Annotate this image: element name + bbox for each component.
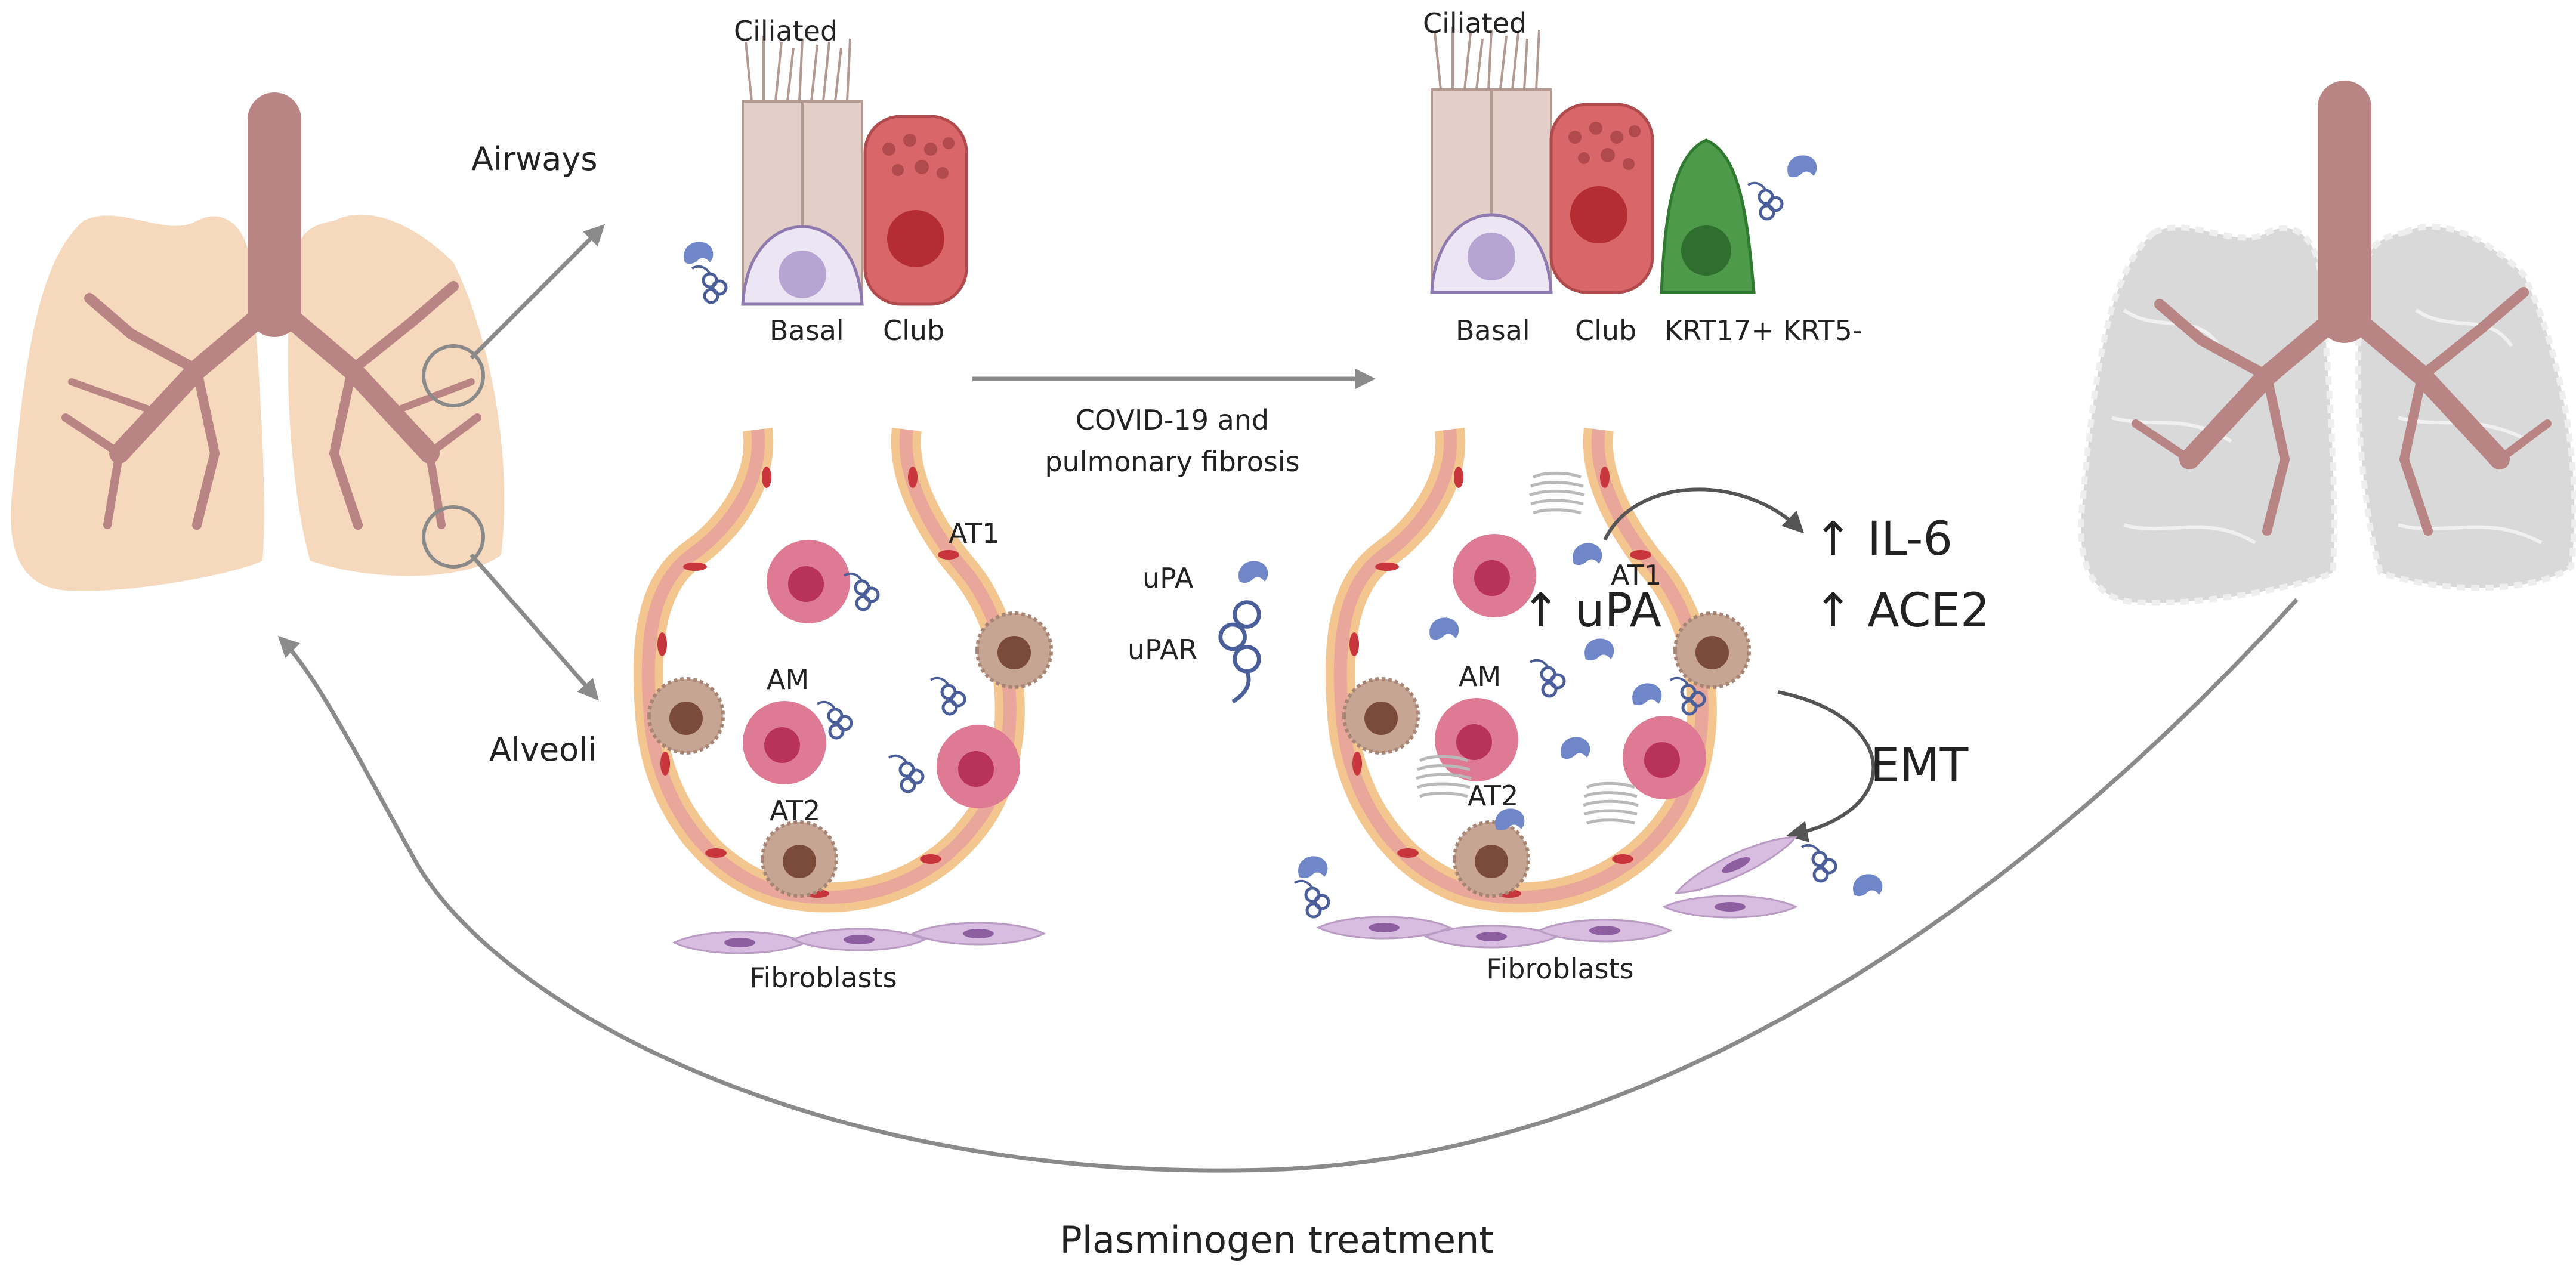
arrow-emt	[1777, 690, 1876, 842]
ciliated-label-right: Ciliated	[1423, 7, 1527, 39]
club-label-right: Club	[1575, 314, 1636, 347]
lung-fibrotic-icon	[2078, 81, 2576, 606]
upar-icon	[1218, 600, 1261, 704]
basal-label-left: Basal	[770, 314, 844, 347]
arrow-to-cytokines	[1603, 487, 1805, 541]
lung-healthy-icon	[11, 92, 505, 591]
alveoli-label: Alveoli	[489, 731, 597, 768]
basal-label-right: Basal	[1456, 314, 1530, 347]
fibroblasts-label-left: Fibroblasts	[749, 962, 897, 994]
legend	[1218, 561, 1268, 704]
fibroblasts-label-right: Fibroblasts	[1486, 953, 1633, 985]
am-label-right: AM	[1459, 660, 1501, 693]
club-label-left: Club	[883, 314, 944, 347]
upa-legend-label: uPA	[1142, 562, 1194, 594]
ace2-label: ↑ ACE2	[1814, 584, 1990, 638]
at2-label-right: AT2	[1468, 780, 1518, 812]
at1-label-right: AT1	[1611, 559, 1661, 591]
fibroblasts-left	[673, 922, 1045, 954]
arrow-to-airways	[470, 224, 606, 360]
ciliated-label-left: Ciliated	[734, 15, 838, 47]
airway-epithelium-left	[684, 36, 968, 306]
il6-label: ↑ IL-6	[1814, 512, 1953, 566]
emt-label: EMT	[1870, 739, 1969, 793]
upar-legend-label: uPAR	[1128, 634, 1197, 666]
treatment-arrow	[277, 598, 2299, 1173]
airways-label: Airways	[471, 140, 598, 178]
airway-epithelium-right	[1430, 27, 1817, 294]
treatment-label: Plasminogen treatment	[1060, 1218, 1493, 1262]
alveolus-diseased	[1325, 427, 1749, 913]
at1-label-left: AT1	[949, 517, 999, 549]
arrow-to-alveoli	[470, 553, 599, 701]
upa-icon	[1238, 561, 1268, 583]
krt-label: KRT17+ KRT5-	[1664, 314, 1862, 347]
fibroblast-icon	[673, 931, 807, 954]
transition-label-line2: pulmonary fibrosis	[1045, 446, 1299, 478]
upa-increase-label: ↑ uPA	[1521, 584, 1661, 638]
alveolus-healthy	[633, 427, 1051, 913]
am-label-left: AM	[767, 663, 809, 696]
at2-label-left: AT2	[770, 795, 820, 827]
macrophage-icon	[767, 540, 850, 623]
transition-label-line1: COVID-19 and	[1076, 404, 1269, 436]
